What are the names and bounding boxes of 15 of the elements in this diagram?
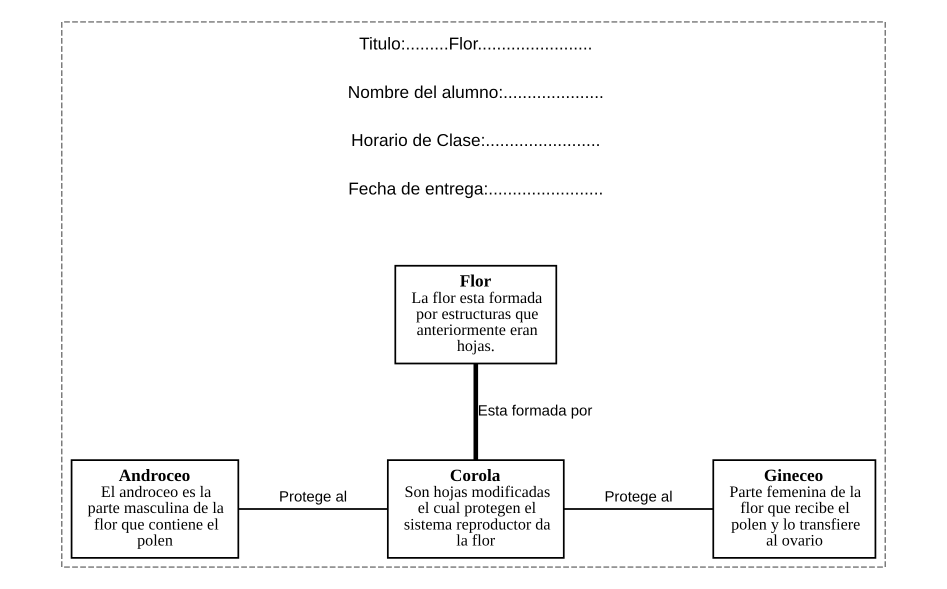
label: Titulo:.........Flor........................ — [359, 34, 592, 54]
label: Nombre del alumno:..................... — [348, 82, 604, 102]
label: Fecha de entrega:........................ — [348, 178, 604, 198]
node-box: Gineceo Parte femenina de la flor que recibe el polen y lo transfiere al ovario — [712, 459, 876, 559]
connector — [474, 364, 478, 460]
edge-label: Protege al — [604, 488, 673, 506]
connector — [238, 508, 388, 510]
node-box: Corola Son hojas modificadas el cual protegen el sistema reproductor da la flor — [386, 459, 565, 559]
connector — [564, 508, 713, 510]
edge-label: Esta formada por — [478, 402, 592, 420]
edge-label: Protege al — [279, 488, 348, 506]
label: Horario de Clase:........................ — [351, 130, 600, 150]
node-box: Androceo El androceo es la parte masculina de la flor que contiene el polen — [70, 459, 240, 559]
cluster — [61, 21, 886, 568]
node-box: Flor La flor esta formada por estructuras que anteriormente eran hojas. — [394, 264, 558, 364]
